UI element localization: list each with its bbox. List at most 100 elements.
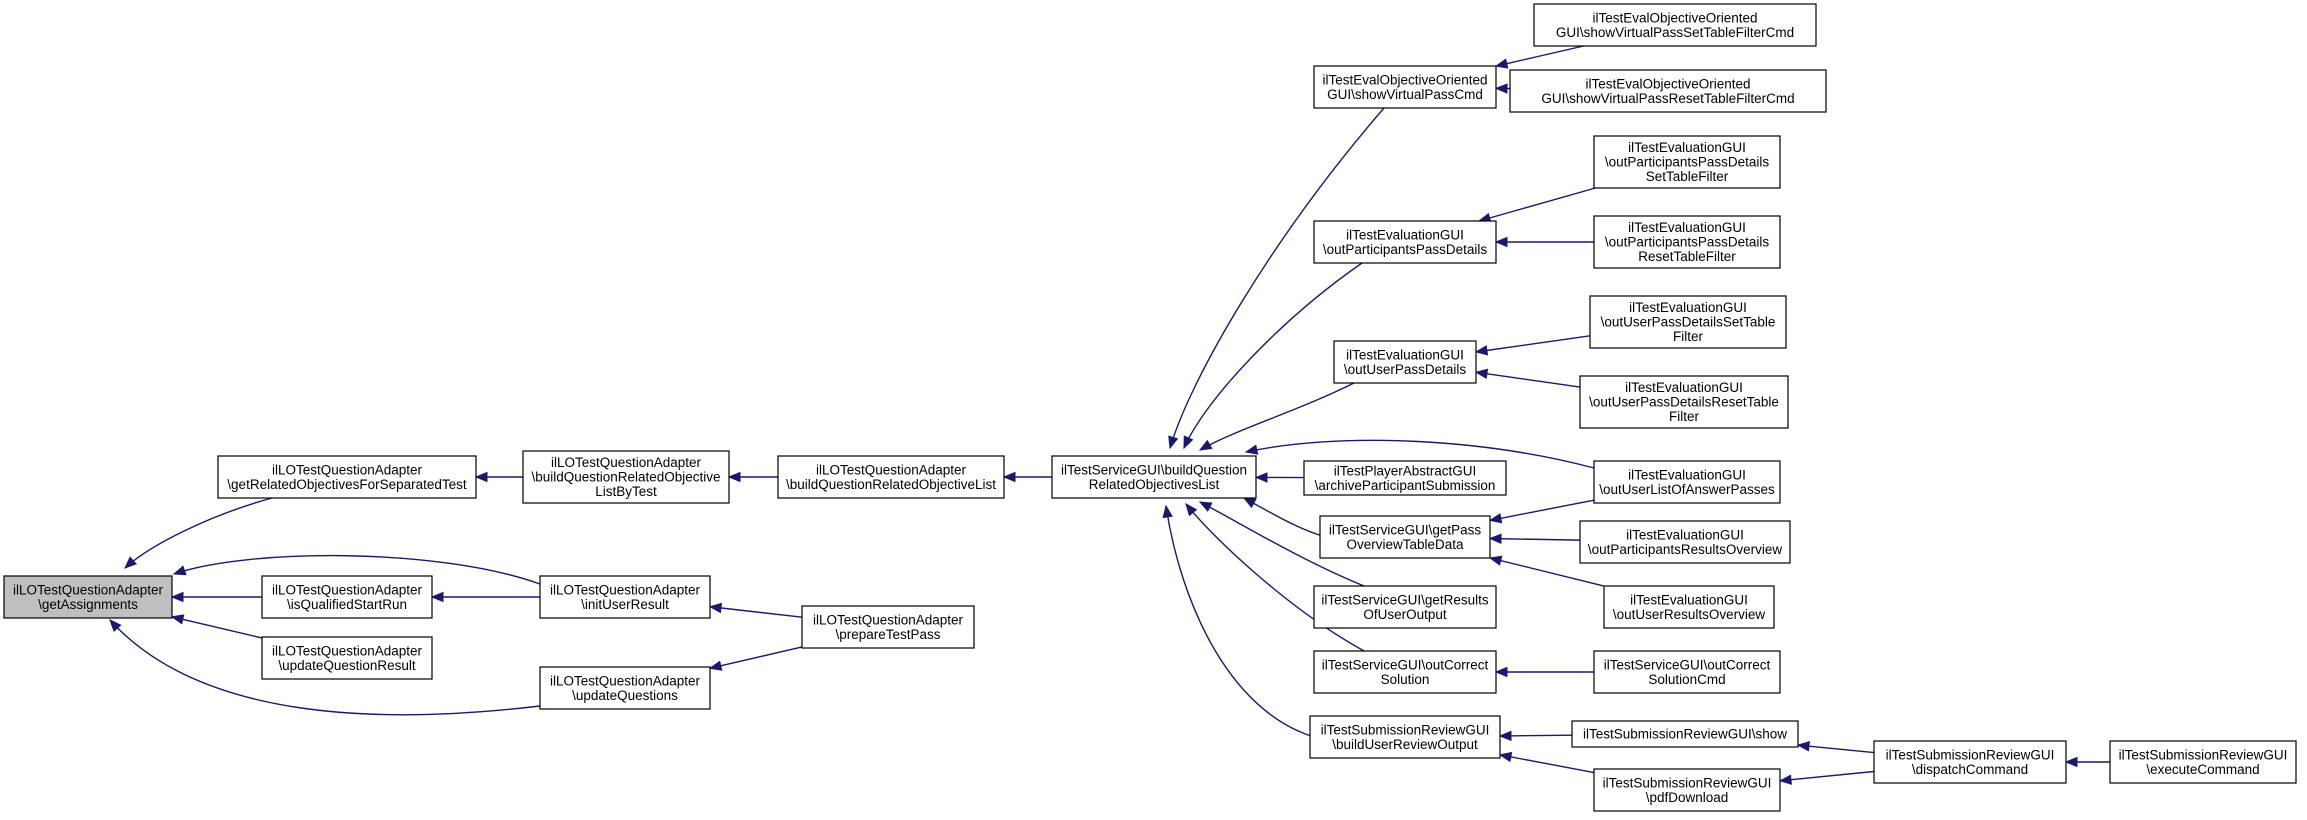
node-label-line: ilTestServiceGUI\getResults [1321,592,1489,607]
edge-n15-to-n9 [1199,501,1365,587]
edge-n7-to-n5-arrow [727,471,741,483]
node-box [1533,3,1817,47]
node-box [522,450,730,504]
edge-n17-to-n9 [1165,505,1327,741]
node-n30[interactable]: ilTestSubmissionReviewGUI\dispatchComman… [1873,740,2067,784]
node-n19[interactable]: ilTestEvalObjectiveOrientedGUI\showVirtu… [1509,69,1827,113]
node-box [801,605,975,649]
edge-n26-to-n14-arrow [1488,555,1503,566]
node-label-line: SetTableFilter [1646,169,1729,184]
node-label-line: ilTestSubmissionReviewGUI [1321,722,1490,737]
node-n9[interactable]: ilTestServiceGUI\buildQuestionRelatedObj… [1051,455,1257,499]
node-box [1603,585,1775,629]
node-n21[interactable]: ilTestEvaluationGUI\outParticipantsPassD… [1593,215,1781,269]
node-label-line: ilTestEvalObjectiveOriented [1585,76,1750,91]
node-label-line: ilTestEvaluationGUI [1628,467,1746,482]
edge-n16-to-n9 [1185,503,1365,652]
node-n23[interactable]: ilTestEvaluationGUI\outUserPassDetailsRe… [1579,375,1789,429]
node-n25[interactable]: ilTestEvaluationGUI\outParticipantsResul… [1579,520,1791,564]
edge-n6-to-n0 [173,554,541,585]
node-box [1051,455,1257,499]
node-n24[interactable]: ilTestEvaluationGUI\outUserListOfAnswerP… [1593,460,1781,504]
node-label-line: SolutionCmd [1648,672,1725,687]
edge-n23-to-n12-arrow [1474,368,1489,380]
node-n18[interactable]: ilTestEvalObjectiveOrientedGUI\showVirtu… [1533,3,1817,47]
node-n13[interactable]: ilTestPlayerAbstractGUI\archiveParticipa… [1303,460,1507,496]
node-box [1579,375,1789,429]
node-n4[interactable]: ilLOTestQuestionAdapter\updateQuestions [539,666,711,710]
edge-n19-to-n10-arrow [1494,83,1508,94]
node-label-line: \buildQuestionRelatedObjective [531,470,720,485]
node-label-line: ilLOTestQuestionAdapter [816,462,967,477]
node-n22[interactable]: ilTestEvaluationGUI\outUserPassDetailsSe… [1589,295,1787,349]
edge-n5-to-n1-arrow [474,471,488,483]
node-box [1333,340,1477,384]
node-label-line: \outUserPassDetailsSetTable [1601,315,1776,330]
node-n28[interactable]: ilTestSubmissionReviewGUI\show [1571,720,1799,748]
edge-n14-to-n9 [1243,497,1327,538]
node-n31[interactable]: ilTestSubmissionReviewGUI\executeCommand [2109,740,2297,784]
node-n11[interactable]: ilTestEvaluationGUI\outParticipantsPassD… [1313,220,1497,264]
node-n17[interactable]: ilTestSubmissionReviewGUI\buildUserRevie… [1309,715,1501,759]
node-n0[interactable]: ilLOTestQuestionAdapter\getAssignments [3,575,173,619]
node-label-line: GUI\showVirtualPassResetTableFilterCmd [1541,91,1794,106]
node-n8[interactable]: ilLOTestQuestionAdapter\prepareTestPass [801,605,975,649]
node-n5[interactable]: ilLOTestQuestionAdapter\buildQuestionRel… [522,450,730,504]
node-label-line: ilTestEvaluationGUI [1628,220,1746,235]
edge-n24-to-n9-arrow [1244,444,1259,455]
edge-n24-to-n14 [1495,499,1595,520]
edge-n22-to-n12 [1481,335,1591,352]
edge-n12-to-n9 [1199,382,1355,451]
node-n12[interactable]: ilTestEvaluationGUI\outUserPassDetails [1333,340,1477,384]
node-label-line: \dispatchCommand [1912,762,2028,777]
node-label-line: ilTestEvaluationGUI [1346,227,1464,242]
node-n2[interactable]: ilLOTestQuestionAdapter\isQualifiedStart… [261,575,433,619]
node-label-line: ilTestSubmissionReviewGUI [1603,775,1772,790]
node-n10[interactable]: ilTestEvalObjectiveOrientedGUI\showVirtu… [1313,65,1497,109]
node-label-line: \buildUserReviewOutput [1332,737,1478,752]
node-box [1313,65,1497,109]
node-label-line: \getAssignments [38,597,138,612]
edge-n24-to-n14-arrow [1488,513,1503,524]
node-box [261,636,433,680]
node-label-line: ResetTableFilter [1638,249,1736,264]
edge-n14-to-n9-arrow [1242,497,1257,509]
nodes-layer: ilLOTestQuestionAdapter\getAssignmentsil… [3,3,2297,812]
node-label-line: ilLOTestQuestionAdapter [272,582,423,597]
edge-n28-to-n17-arrow [1498,730,1512,742]
node-label-line: \updateQuestionResult [278,658,416,673]
node-label-line: ilTestSubmissionReviewGUI [1886,747,2055,762]
node-label-line: GUI\showVirtualPassSetTableFilterCmd [1556,25,1794,40]
node-box [261,575,433,619]
node-label-line: OverviewTableData [1346,537,1464,552]
node-label-line: GUI\showVirtualPassCmd [1327,87,1483,102]
node-n26[interactable]: ilTestEvaluationGUI\outUserResultsOvervi… [1603,585,1775,629]
node-label-line: ilLOTestQuestionAdapter [550,582,701,597]
edge-n21-to-n11-arrow [1494,236,1508,248]
node-box [2109,740,2297,784]
node-label-line: ilTestEvalObjectiveOriented [1322,72,1487,87]
node-label-line: ilTestEvaluationGUI [1629,300,1747,315]
node-label-line: ilTestServiceGUI\getPass [1329,522,1482,537]
node-n7[interactable]: ilLOTestQuestionAdapter\buildQuestionRel… [777,455,1005,499]
node-label-line: \pdfDownload [1646,790,1729,805]
node-n1[interactable]: ilLOTestQuestionAdapter\getRelatedObject… [217,455,477,499]
node-n6[interactable]: ilLOTestQuestionAdapter\initUserResult [539,575,711,619]
node-label-line: OfUserOutput [1363,607,1447,622]
node-n29[interactable]: ilTestSubmissionReviewGUI\pdfDownload [1593,768,1781,812]
edge-n4-to-n0-arrow [109,619,122,633]
edge-n27-to-n16-arrow [1494,666,1508,678]
node-label-line: \prepareTestPass [835,627,940,642]
node-label-line: ilLOTestQuestionAdapter [272,643,423,658]
edge-n10-to-n9-arrow [1168,435,1179,450]
edges-layer [109,45,2110,785]
node-n20[interactable]: ilTestEvaluationGUI\outParticipantsPassD… [1593,135,1781,189]
node-label-line: ilTestEvalObjectiveOriented [1592,10,1757,25]
node-n3[interactable]: ilLOTestQuestionAdapter\updateQuestionRe… [261,636,433,680]
node-label-line: ilTestEvaluationGUI [1630,592,1748,607]
node-n14[interactable]: ilTestServiceGUI\getPassOverviewTableDat… [1319,515,1491,559]
edge-n12-to-n9-arrow [1198,439,1213,451]
